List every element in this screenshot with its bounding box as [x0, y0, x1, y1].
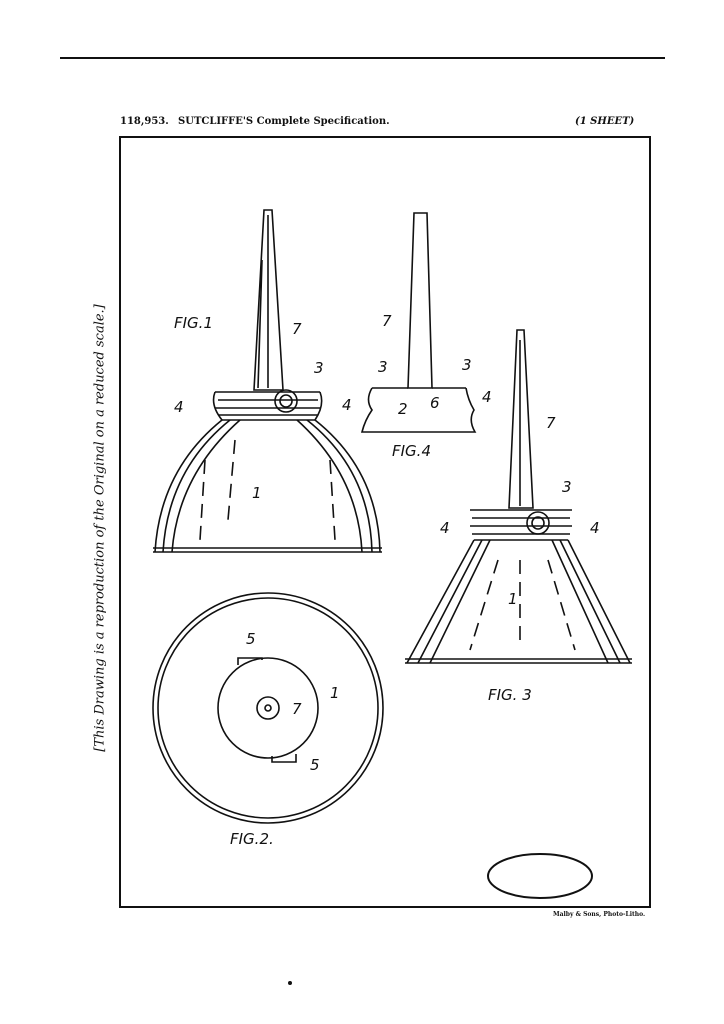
fig1-label: 7 — [292, 320, 302, 338]
fig2-title: FIG.2. — [230, 830, 274, 848]
fig4-label: 6 — [430, 394, 440, 412]
fig2-plan-view — [152, 592, 384, 824]
sheet-count: (1 SHEET) — [575, 116, 635, 127]
library-stamp — [487, 853, 593, 899]
header-title: SUTCLIFFE'S Complete Specification. — [178, 116, 390, 127]
fig3-title: FIG. 3 — [488, 686, 532, 704]
fig2-label: 1 — [330, 684, 340, 702]
fig3-label: 4 — [590, 519, 600, 537]
fig1-title: FIG.1 — [174, 314, 213, 332]
fig1-label: 1 — [252, 484, 262, 502]
fig3-label: 3 — [562, 478, 572, 496]
fig4-label: 4 — [342, 396, 352, 414]
fig4-label: 3 — [462, 356, 472, 374]
fig4-label: 2 — [398, 400, 408, 418]
fig4-label: 7 — [382, 312, 392, 330]
fig2-label: 7 — [292, 700, 302, 718]
fig4-title: FIG.4 — [392, 442, 431, 460]
fig1-label: 3 — [314, 359, 324, 377]
fig4-label: 4 — [482, 388, 492, 406]
fig2-label: 5 — [310, 756, 320, 774]
printer-credit: Malby & Sons, Photo-Litho. — [553, 911, 646, 918]
fig3-label: 7 — [546, 414, 556, 432]
fig3-label: 1 — [508, 590, 518, 608]
fig1-oil-can — [153, 209, 382, 553]
fig1-label: 4 — [174, 398, 184, 416]
fig4-label: 3 — [378, 358, 388, 376]
fig3-label: 4 — [440, 519, 450, 537]
fig3-oil-can — [405, 329, 632, 664]
patent-number: 118,953. — [120, 116, 169, 127]
fig4-section — [360, 212, 477, 433]
fig2-label: 5 — [246, 630, 256, 648]
drawing-frame — [119, 136, 651, 908]
